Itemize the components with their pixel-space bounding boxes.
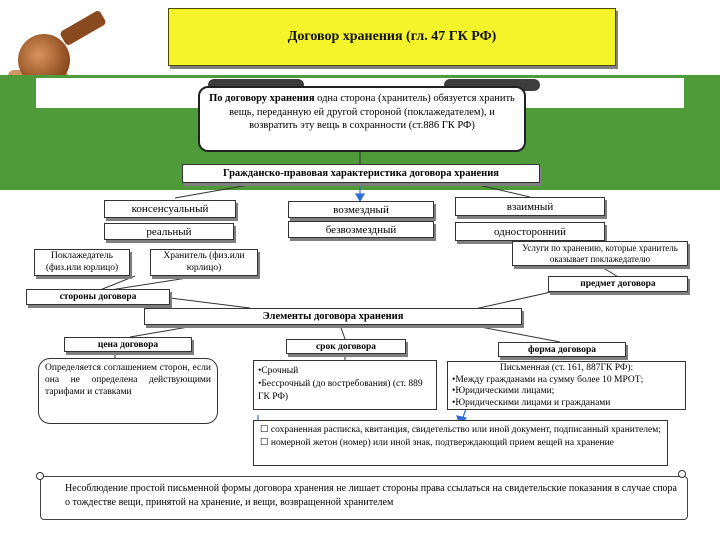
bottom-note-box: Несоблюдение простой письменной формы до… [40, 476, 688, 520]
documents-box: ☐ сохраненная расписка, квитанция, свиде… [253, 420, 668, 466]
checkbox-icon: ☐ [260, 425, 269, 435]
scroll-curl-left [36, 472, 44, 480]
char-unilateral: односторонний [455, 222, 605, 241]
char-paid: возмездный [288, 201, 434, 218]
price-label-text: цена договора [97, 339, 159, 350]
party-depositor: Поклажедатель (физ.или юрлицо) [34, 249, 130, 276]
char-mutual-text: взаимный [506, 200, 554, 213]
term-label-text: срок договора [315, 341, 377, 352]
party-depositor-text: Поклажедатель (физ.или юрлицо) [45, 251, 119, 273]
elements-header-text: Элементы договора хранения [262, 311, 404, 322]
term-item: •Срочный [258, 366, 299, 376]
bottom-note: Несоблюдение простой письменной формы до… [65, 483, 677, 508]
price-text: Определяется соглашением сторон, если он… [45, 363, 211, 397]
form-item: •Юридическими лицами; [452, 386, 555, 397]
checkbox-icon: ☐ [260, 438, 269, 449]
definition-text: одна сторона (хранитель) обязуется храни… [229, 93, 515, 132]
term-label: срок договора [286, 339, 406, 354]
parties-label: стороны договора [26, 289, 170, 305]
subject-label-text: предмет договора [580, 279, 656, 289]
form-item: •Между гражданами на сумму более 10 МРОТ… [452, 374, 644, 385]
char-consensual: консенсуальный [104, 200, 236, 218]
form-item: •Юридическими лицами и гражданами [452, 397, 611, 408]
form-box: Письменная (ст. 161, 887ГК РФ): •Между г… [447, 361, 686, 410]
party-keeper: Хранитель (физ.или юрлицо) [150, 249, 258, 276]
char-real: реальный [104, 223, 234, 240]
document-item: ☐ сохраненная расписка, квитанция, свиде… [260, 424, 661, 437]
term-item: •Бессрочный (до востребования) (ст. 889 … [258, 378, 423, 402]
char-paid-text: возмездный [333, 203, 389, 216]
form-head: Письменная (ст. 161, 887ГК РФ): [499, 363, 634, 373]
document-item-text: сохраненная расписка, квитанция, свидете… [270, 425, 661, 435]
char-consensual-text: консенсуальный [131, 203, 209, 215]
subject-box: Услуги по хранению, которые хранитель ок… [512, 241, 688, 266]
char-unilateral-text: односторонний [493, 225, 567, 238]
price-label: цена договора [64, 337, 192, 352]
definition-lead: По договору хранения [209, 93, 315, 104]
characteristic-header-text: Гражданско-правовая характеристика догов… [223, 168, 499, 179]
subject-label: предмет договора [548, 276, 688, 292]
price-box: Определяется соглашением сторон, если он… [38, 358, 218, 424]
document-item: ☐ номерной жетон (номер) или иной знак, … [260, 437, 661, 450]
char-mutual: взаимный [455, 197, 605, 216]
page-title: Договор хранения (гл. 47 ГК РФ) [287, 29, 497, 44]
title-banner: Договор хранения (гл. 47 ГК РФ) [168, 8, 616, 66]
char-real-text: реальный [146, 225, 192, 238]
form-label: форма договора [498, 342, 626, 357]
form-label-text: форма договора [528, 344, 596, 355]
parties-label-text: стороны договора [59, 292, 137, 302]
elements-header: Элементы договора хранения [144, 308, 522, 325]
char-free: безвозмездный [288, 221, 434, 238]
char-free-text: безвозмездный [325, 223, 397, 236]
scroll-curl-right [678, 470, 686, 478]
characteristic-header: Гражданско-правовая характеристика догов… [182, 164, 540, 183]
subject-text: Услуги по хранению, которые хранитель ок… [522, 242, 678, 264]
definition-box: По договору хранения одна сторона (храни… [198, 86, 526, 152]
term-box: •Срочный •Бессрочный (до востребования) … [253, 360, 437, 410]
document-item-text: номерной жетон (номер) или иной знак, по… [270, 438, 614, 449]
party-keeper-text: Хранитель (физ.или юрлицо) [163, 251, 245, 273]
